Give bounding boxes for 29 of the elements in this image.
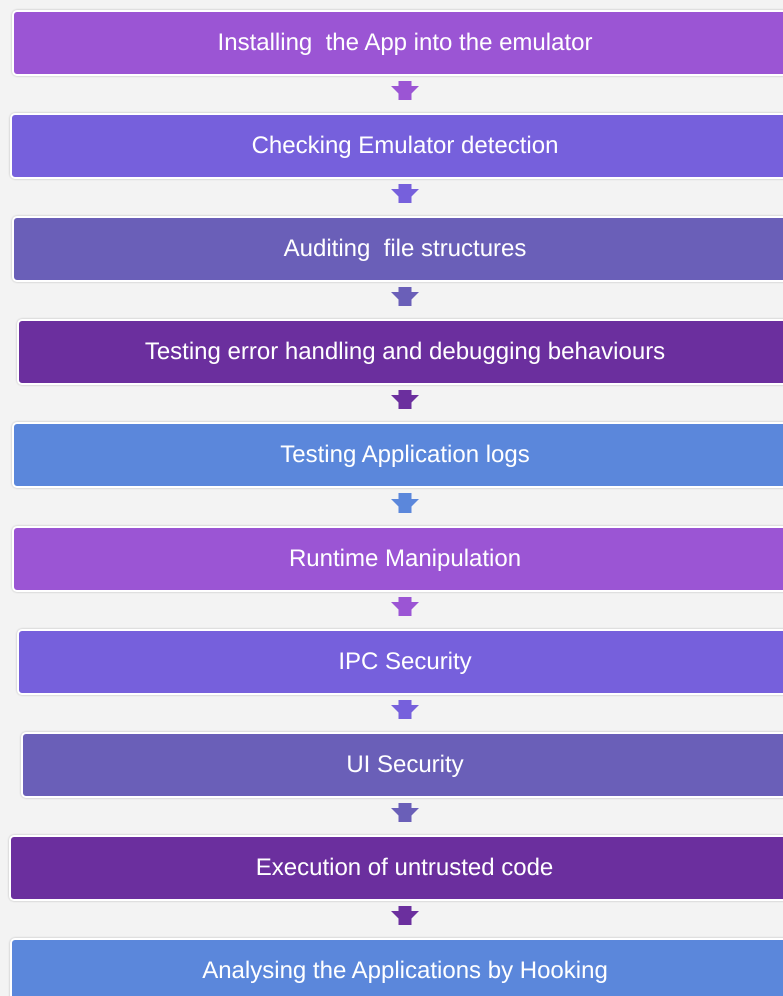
step-label: Testing error handling and debugging behaviours [144, 338, 666, 366]
process-box [12, 10, 783, 76]
step-label: Checking Emulator detection [252, 132, 558, 160]
arrow [391, 81, 419, 100]
process-box [10, 938, 783, 996]
step-label: Installing the App into the emulator [218, 29, 592, 57]
process-box [12, 216, 783, 282]
arrow [391, 700, 419, 719]
arrow [391, 287, 419, 306]
step-label: UI Security [346, 751, 464, 779]
arrow [391, 390, 419, 409]
step-label: Runtime Manipulation [288, 545, 522, 573]
process-box [17, 629, 783, 695]
process-box [17, 319, 783, 385]
arrow [391, 184, 419, 203]
process-box [21, 732, 783, 798]
step-label: IPC Security [338, 648, 472, 676]
arrow [391, 493, 419, 513]
step-label: Testing Application logs [280, 441, 530, 469]
process-box [12, 526, 783, 592]
step-label: Auditing file structures [284, 235, 526, 263]
arrow [391, 803, 419, 822]
process-box [10, 113, 783, 179]
arrow [391, 906, 419, 925]
step-label: Analysing the Applications by Hooking [202, 957, 608, 985]
process-box [9, 835, 783, 901]
process-box [12, 422, 783, 488]
arrow [391, 597, 419, 616]
step-label: Execution of untrusted code [256, 854, 554, 882]
